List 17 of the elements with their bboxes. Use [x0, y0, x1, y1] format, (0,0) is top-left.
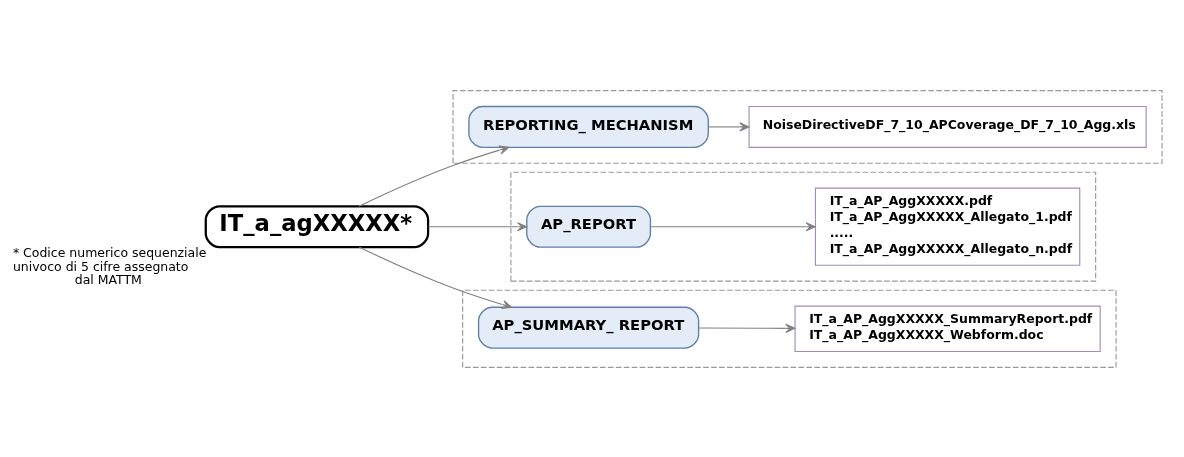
node-label: * Codice numerico sequenziale univoco di 5 cifre assegnato dal MATTM: [12, 244, 207, 287]
node-box: NoiseDirectiveDF_7_10_APCoverage_DF_7_10_Agg.xls: [748, 105, 1147, 148]
node-box: AP_SUMMARY_ REPORT: [477, 306, 700, 349]
arrow: [650, 221, 816, 231]
arrow: [698, 323, 796, 333]
node-box: REPORTING_ MECHANISM: [468, 105, 709, 148]
node-box: IT_a_agXXXXX*: [204, 204, 430, 248]
cluster: [452, 89, 1163, 164]
arrow: [358, 145, 510, 207]
cluster: [510, 171, 1097, 282]
node-box: AP_REPORT: [526, 205, 652, 248]
arrow: [427, 221, 528, 231]
node-box: IT_a_AP_AggXXXXX_SummaryReport.pdf IT_a_AP_AggXXXXX_Webform.doc: [794, 305, 1101, 352]
arrow: [358, 246, 513, 309]
node-box: IT_a_AP_AggXXXXX.pdf IT_a_AP_AggXXXXX_Allegato_1.pdf ..... IT_a_AP_AggXXXXX_Allegato_n.pdf: [814, 187, 1081, 266]
arrow: [707, 121, 750, 132]
cluster: [462, 289, 1117, 368]
